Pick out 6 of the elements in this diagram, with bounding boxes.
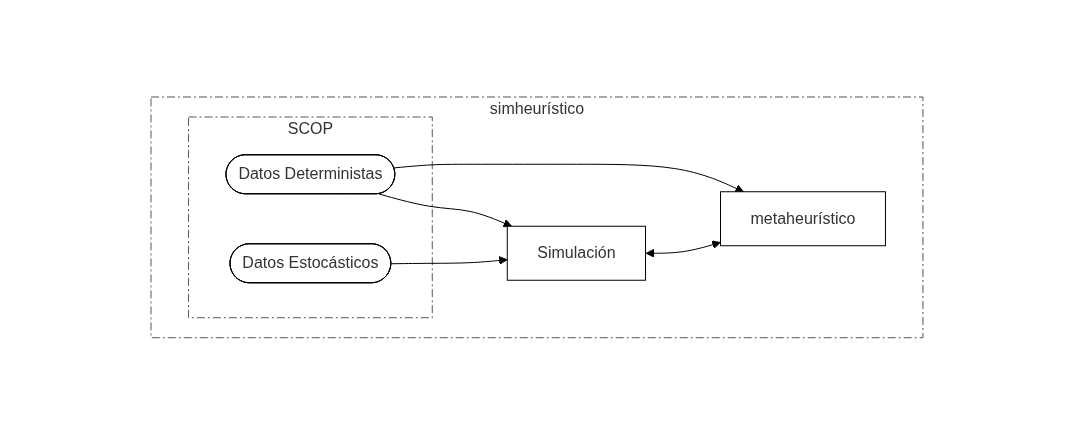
node-box: metaheurístico <box>720 190 886 246</box>
arrow <box>378 193 513 227</box>
arrow <box>645 240 721 258</box>
arrow <box>390 255 508 265</box>
node-box: Simulación <box>506 225 647 281</box>
arrow <box>393 163 744 193</box>
